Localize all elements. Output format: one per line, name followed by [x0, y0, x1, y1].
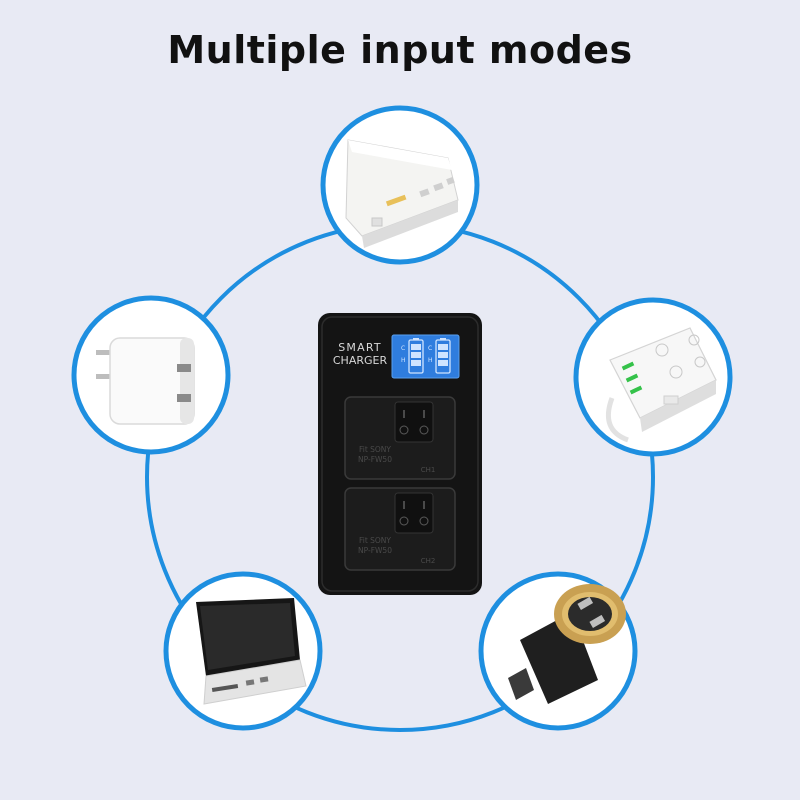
- svg-text:C: C: [401, 345, 405, 352]
- wall-adapter-icon: [96, 337, 195, 425]
- slot2-channel-tag: CH2: [421, 557, 436, 565]
- lcd-battery-icon-1: C H: [401, 338, 424, 374]
- charger-brand-line1: SMART: [338, 341, 382, 354]
- power-bank-icon: [345, 139, 459, 248]
- battery-slot-2: Fit SONY NP-FW50 CH2: [344, 487, 456, 571]
- car-charger-node: [478, 571, 638, 731]
- wall-adapter-node: [71, 295, 231, 455]
- battery-slot-1: Fit SONY NP-FW50 CH1: [344, 396, 456, 480]
- charger-brand-line2: CHARGER: [333, 354, 388, 367]
- slot1-channel-tag: CH1: [421, 466, 436, 474]
- lcd-battery-icon-2: C H: [428, 338, 451, 374]
- laptop-icon: [196, 598, 307, 705]
- power-bank-node: [320, 105, 480, 265]
- power-strip-icon: [606, 327, 717, 443]
- car-charger-icon: [508, 584, 626, 704]
- svg-text:H: H: [428, 357, 433, 364]
- slot1-label-line2: NP-FW50: [358, 455, 392, 464]
- slot2-label-line2: NP-FW50: [358, 546, 392, 555]
- power-strip-node: [573, 297, 733, 457]
- slot2-label-line1: Fit SONY: [359, 536, 391, 545]
- slot1-label-line1: Fit SONY: [359, 445, 391, 454]
- svg-text:H: H: [401, 357, 406, 364]
- dual-battery-charger: SMART CHARGER C H C H: [318, 313, 482, 595]
- headline: Multiple input modes: [167, 28, 633, 72]
- laptop-node: [163, 571, 323, 731]
- svg-text:C: C: [428, 345, 432, 352]
